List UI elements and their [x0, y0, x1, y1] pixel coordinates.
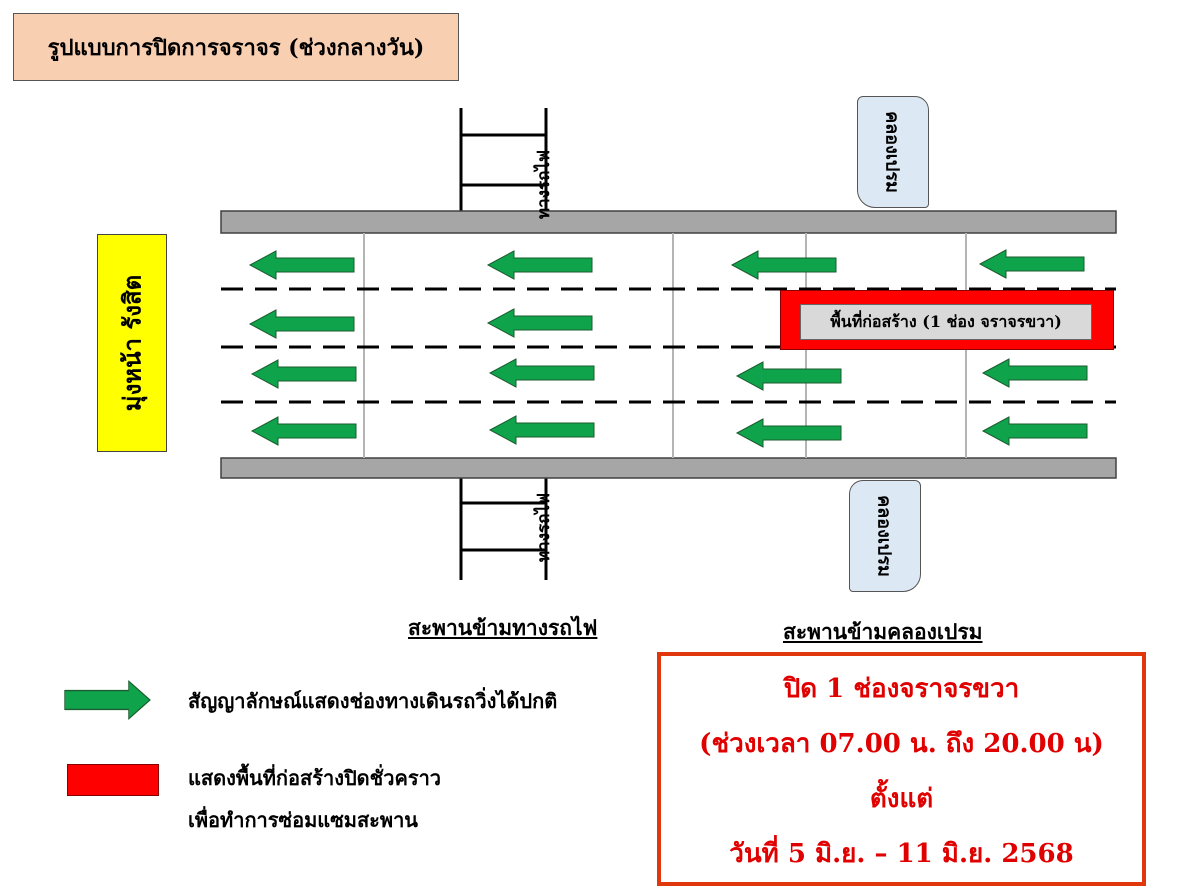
- lane-arrow: [251, 416, 357, 446]
- notice-line-1: ปิด 1 ช่องจราจรขวา: [783, 674, 1020, 704]
- lane-arrow: [489, 358, 595, 388]
- lane-arrow: [736, 418, 842, 448]
- lane-arrow: [731, 250, 837, 280]
- legend-construction-swatch: [67, 764, 159, 796]
- legend-construction-label-1: แสดงพื้นที่ก่อสร้างปิดชั่วคราว: [188, 766, 442, 790]
- direction-sign: มุ่งหน้า รังสิต: [97, 234, 167, 452]
- diagram-title: รูปแบบการปิดการจราจร (ช่วงกลางวัน): [13, 13, 459, 81]
- lane-arrow: [982, 358, 1088, 388]
- railway-top: [459, 108, 548, 212]
- canal-label-bottom: คลองเปรม: [873, 495, 895, 577]
- lane-arrow: [249, 250, 355, 280]
- canal-sign-top: คลองเปรม: [857, 96, 929, 208]
- legend-arrow-icon: [64, 680, 151, 720]
- lane-arrow: [487, 308, 593, 338]
- notice-line-4: วันที่ 5 มิ.ย. – 11 มิ.ย. 2568: [729, 839, 1074, 869]
- lane-arrow: [487, 250, 593, 280]
- railway-label-bottom: ทางรถไฟ: [534, 493, 554, 563]
- railway-bottom: [459, 478, 548, 580]
- legend-arrow-label: สัญญาลักษณ์แสดงช่องทางเดินรถวิ่งได้ปกติ: [188, 689, 558, 713]
- lane-arrow: [736, 361, 842, 391]
- construction-label: พื้นที่ก่อสร้าง (1 ช่อง จราจรขวา): [800, 304, 1092, 340]
- notice-line-2: (ช่วงเวลา 07.00 น. ถึง 20.00 น): [699, 729, 1104, 759]
- lane-arrow: [249, 309, 355, 339]
- notice-line-3: ตั้งแต่: [869, 784, 934, 814]
- canal-sign-bottom: คลองเปรม: [849, 480, 921, 592]
- legend-construction-label-2: เพื่อทำการซ่อมแซมสะพาน: [188, 808, 418, 832]
- road-edge-top: [220, 210, 1117, 234]
- canal-label-top: คลองเปรม: [881, 111, 903, 193]
- closure-notice: ปิด 1 ช่องจราจรขวา (ช่วงเวลา 07.00 น. ถึ…: [657, 652, 1146, 886]
- road-edge-bottom: [220, 457, 1117, 479]
- lane-arrow: [982, 416, 1088, 446]
- bridge-label-rail: สะพานข้ามทางรถไฟ: [408, 615, 598, 640]
- bridge-label-canal: สะพานข้ามคลองเปรม: [783, 619, 983, 644]
- lane-dividers: [221, 287, 1116, 404]
- lane-arrow: [489, 415, 595, 445]
- railway-label-top: ทางรถไฟ: [534, 150, 554, 220]
- lane-arrow: [979, 249, 1085, 279]
- lane-arrow: [251, 359, 357, 389]
